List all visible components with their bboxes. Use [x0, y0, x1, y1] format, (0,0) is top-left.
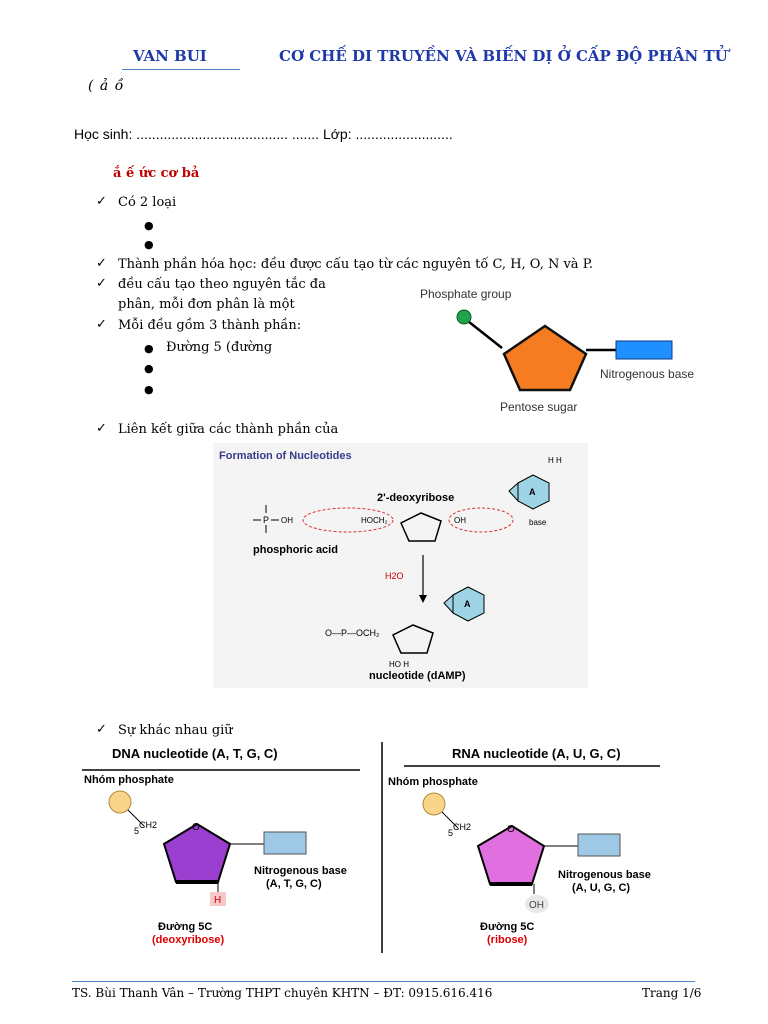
- check-icon: ✓: [96, 194, 107, 209]
- dna-base-label: Nitrogenous base: [254, 865, 347, 877]
- rna-base-label: Nitrogenous base: [558, 869, 651, 881]
- footer-rule: [72, 981, 695, 982]
- line-composition: Thành phần hóa học: đều được cấu tạo từ …: [118, 257, 593, 272]
- brand-underline: [122, 69, 240, 70]
- svg-text:OH: OH: [454, 516, 466, 525]
- line-bonds: Liên kết giữa các thành phần của: [118, 422, 339, 437]
- svg-text:HO H: HO H: [389, 660, 409, 669]
- svg-text:CH2: CH2: [139, 820, 157, 830]
- svg-text:HOCH₂: HOCH₂: [361, 516, 388, 525]
- base-label: base: [529, 518, 547, 527]
- svg-text:OH: OH: [281, 516, 293, 525]
- phosphate-circle: [456, 309, 472, 325]
- rna-phosphate-label: Nhóm phosphate: [388, 776, 478, 788]
- bullet-dot: ●: [144, 362, 154, 375]
- dna-h: H: [214, 895, 221, 906]
- rna-bases: (A, U, G, C): [572, 882, 630, 894]
- student-info-line: Học sinh: ..............................…: [74, 126, 453, 142]
- svg-text:5: 5: [448, 828, 453, 838]
- check-icon: ✓: [96, 421, 107, 436]
- check-icon: ✓: [96, 722, 107, 737]
- nucleotide-schema-figure: Phosphate group Nitrogenous base Pentose…: [410, 280, 700, 420]
- rna-ribose-label: (ribose): [487, 934, 528, 946]
- author-brand: VAN BUI: [133, 47, 207, 65]
- nucleotide-formation-figure: Formation of Nucleotides 2'-deoxyribose …: [213, 443, 588, 688]
- dna-title: DNA nucleotide (A, T, G, C): [112, 746, 278, 761]
- check-icon: ✓: [96, 317, 107, 332]
- bullet-dot: ●: [144, 219, 154, 232]
- deoxyribose-label: 2'-deoxyribose: [377, 492, 454, 504]
- dna-sugar-label: Đường 5C: [158, 921, 212, 933]
- line-polymer: đều cấu tạo theo nguyên tắc đa: [118, 277, 326, 292]
- rna-phosphate-circle: [422, 792, 446, 816]
- dna-phosphate-circle: [108, 790, 132, 814]
- dna-base-rect: [263, 831, 307, 855]
- dna-deoxyribose-label: (deoxyribose): [152, 934, 224, 946]
- bullet-dot: ●: [144, 238, 154, 251]
- subtitle: ( ả ồ: [88, 78, 125, 94]
- footer-author: TS. Bùi Thanh Vân – Trường THPT chuyên K…: [72, 986, 493, 1000]
- dna-phosphate-label: Nhóm phosphate: [84, 774, 174, 786]
- rna-sugar-label: Đường 5C: [480, 921, 534, 933]
- svg-text:A: A: [464, 599, 471, 609]
- page-title: CƠ CHẾ DI TRUYỀN VÀ BIẾN DỊ Ở CẤP ĐỘ PHÂ…: [279, 47, 728, 65]
- phosphoric-acid-label: phosphoric acid: [253, 544, 338, 556]
- phosphate-group-label: Phosphate group: [420, 287, 512, 301]
- line-components: Mỗi đều gồm 3 thành phần:: [118, 318, 302, 333]
- water-label: H2O: [385, 571, 404, 581]
- nitrogenous-base-label: Nitrogenous base: [600, 367, 694, 381]
- bullet-dot: ●: [144, 342, 154, 355]
- line-sugar: Đường 5 (đường: [166, 340, 273, 355]
- svg-text:H H: H H: [548, 456, 562, 465]
- check-icon: ✓: [96, 256, 107, 271]
- dna-rna-comparison-figure: DNA nucleotide (A, T, G, C) Nhóm phospha…: [82, 742, 660, 953]
- base-rectangle: [615, 340, 673, 360]
- svg-text:CH2: CH2: [453, 822, 471, 832]
- pentose-pentagon: [502, 324, 588, 392]
- page-number: Trang 1/6: [642, 986, 702, 1000]
- p-atom: P: [263, 515, 269, 525]
- rna-base-rect: [577, 833, 621, 857]
- section-heading: ắ ế ức cơ bả: [113, 166, 200, 181]
- svg-text:O: O: [192, 822, 200, 833]
- dna-bases: (A, T, G, C): [266, 878, 322, 890]
- svg-text:O—P—OCH₂: O—P—OCH₂: [325, 628, 380, 638]
- product-label: nucleotide (dAMP): [369, 670, 466, 682]
- check-icon: ✓: [96, 276, 107, 291]
- svg-text:O: O: [507, 824, 515, 835]
- base-ring-letter: A: [529, 487, 536, 497]
- line-polymer-2: phân, mỗi đơn phân là một: [118, 297, 295, 312]
- pentose-sugar-label: Pentose sugar: [500, 400, 577, 414]
- rna-title: RNA nucleotide (A, U, G, C): [452, 746, 621, 761]
- line-difference: Sự khác nhau giữ: [118, 723, 233, 738]
- rna-oh: OH: [529, 900, 544, 911]
- bullet-dot: ●: [144, 383, 154, 396]
- svg-text:5: 5: [134, 826, 139, 836]
- line-types: Có 2 loại: [118, 195, 177, 210]
- formation-title: Formation of Nucleotides: [219, 450, 352, 462]
